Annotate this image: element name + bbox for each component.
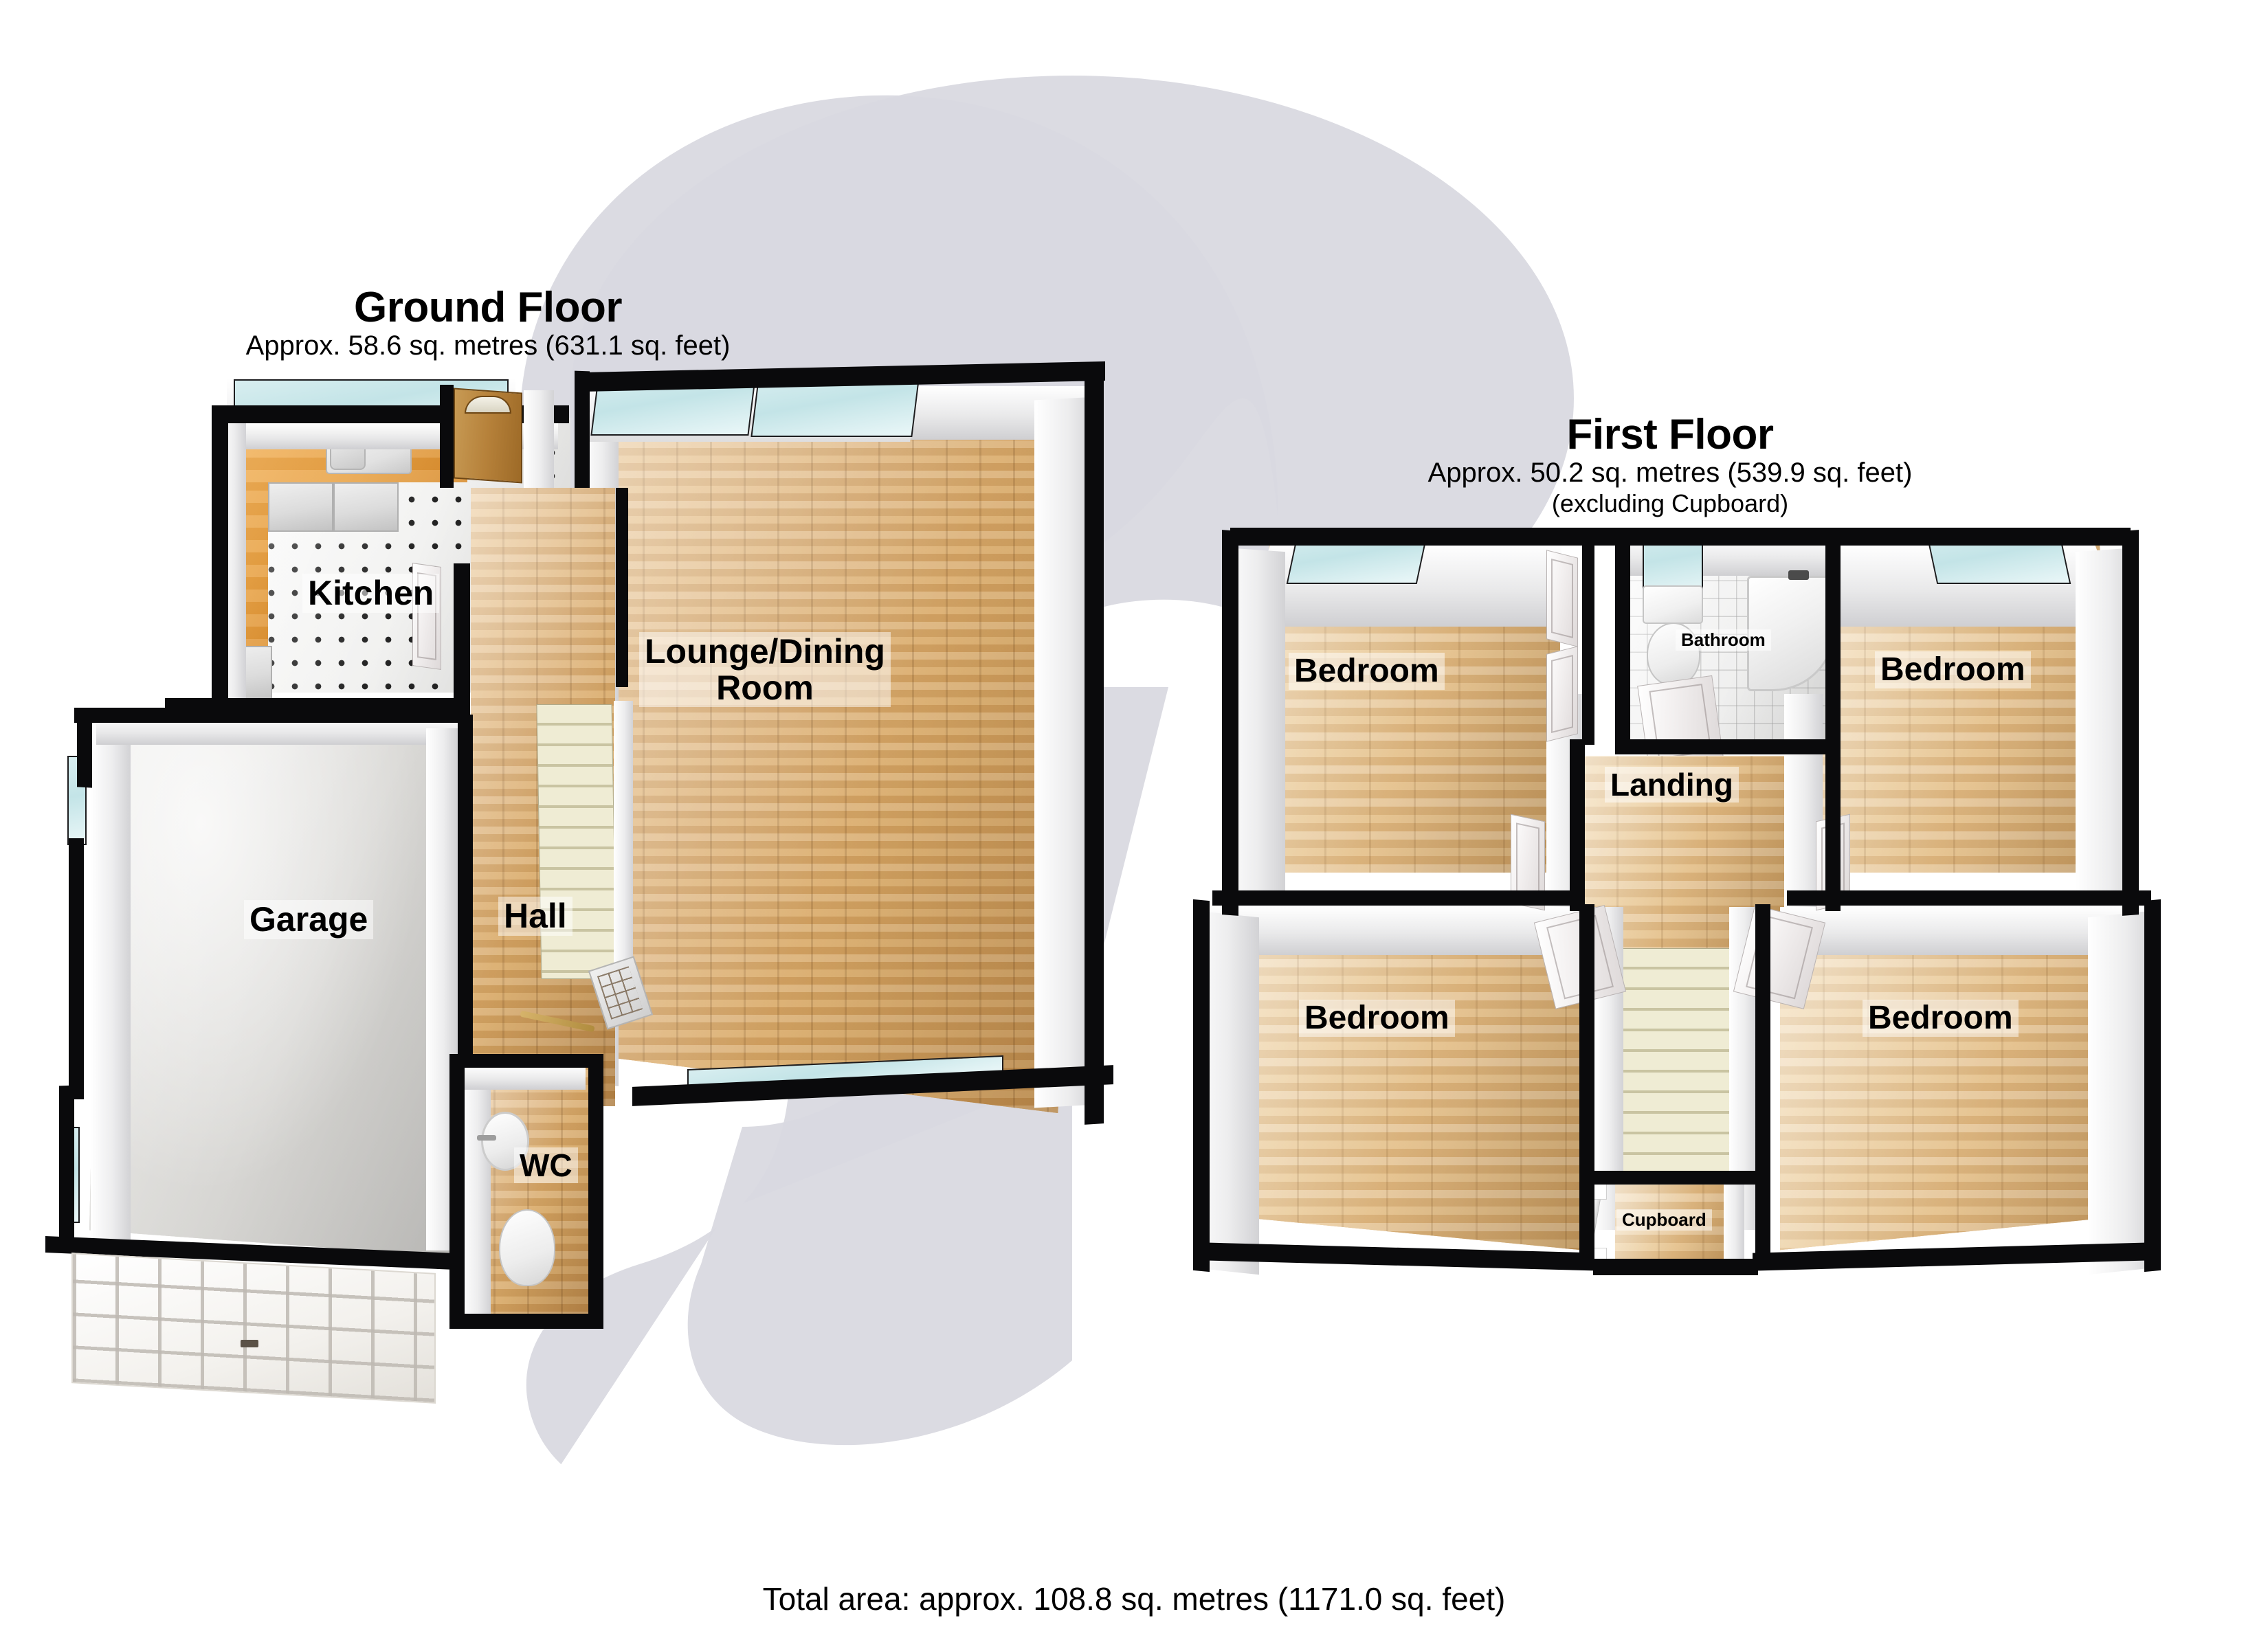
wall-ff-outer-top-left (1230, 528, 1567, 546)
ground-floor-plan: Kitchen Lounge/Dining Room Garage Hall W… (0, 357, 1168, 1429)
wall-ff-outer-bottom-centre (1593, 1259, 1758, 1275)
wc-toilet (499, 1209, 555, 1286)
wall-garage-top (74, 708, 459, 723)
ground-floor-title: Ground Floor (353, 284, 623, 331)
garage-door[interactable] (71, 1253, 436, 1404)
wall-garage-left-upper (77, 711, 92, 788)
wall-ff-mid-right (1787, 890, 2151, 906)
wall-wc-top (449, 1054, 603, 1068)
first-floor-title-block: First Floor Approx. 50.2 sq. metres (539… (1368, 412, 1972, 519)
room-bedroom-bottom-left (1210, 907, 1581, 1250)
kitchen-base-cabinet-right (333, 482, 399, 532)
kitchen-base-cabinet-left (268, 482, 333, 532)
wall-garage-left-mid (69, 838, 84, 1099)
first-floor-area: Approx. 50.2 sq. metres (539.9 sq. feet) (1427, 458, 1913, 489)
wall-ff-outer-bottom-left (1210, 1242, 1594, 1271)
label-lounge-dining: Lounge/Dining Room (639, 632, 891, 707)
wall-ff-cupboard-top (1593, 1171, 1758, 1185)
wall-ff-outer-top-centre (1567, 528, 1787, 546)
wall-ff-outer-right-lower (2144, 899, 2161, 1272)
wall-inner-garage-left (91, 721, 131, 1250)
bathroom-toilet-cistern (1643, 585, 1703, 624)
label-garage: Garage (244, 900, 374, 939)
first-floor-title: First Floor (1566, 411, 1774, 458)
label-bathroom: Bathroom (1676, 629, 1771, 651)
wall-ff-outer-left-upper (1222, 530, 1238, 916)
wall-garage-left-lower (59, 1085, 74, 1251)
wc-basin-tap (477, 1135, 496, 1141)
wall-ff-landing-left (1570, 739, 1585, 911)
label-bedroom-bottom-left: Bedroom (1299, 1000, 1455, 1037)
total-area-text: Total area: approx. 108.8 sq. metres (11… (762, 1581, 1506, 1617)
wall-ff-bathroom-bottom (1615, 739, 1841, 754)
wall-lounge-right (1085, 374, 1104, 1125)
wall-inner-bbl-top (1211, 907, 1581, 955)
first-floor-plan: Bedroom Bedroom Bedroom Bedroom Bathroom… (1161, 495, 2192, 1275)
wall-inner-wc-left (462, 1069, 491, 1316)
wall-hall-right (616, 488, 628, 687)
wall-kitchen-left (212, 405, 228, 715)
wall-ff-outer-right-upper (2122, 530, 2139, 916)
wall-inner-bbr-top (1780, 907, 2144, 955)
wall-wc-right (588, 1061, 603, 1329)
label-hall: Hall (498, 897, 572, 936)
label-landing: Landing (1605, 767, 1739, 803)
hall-staircase (536, 704, 617, 979)
bathroom-bath-taps (1788, 570, 1809, 580)
ground-floor-area: Approx. 58.6 sq. metres (631.1 sq. feet) (245, 330, 731, 361)
wall-ff-outer-left-lower (1193, 899, 1210, 1272)
airing-cupboard-door-upper[interactable] (1546, 550, 1578, 647)
label-wc: WC (514, 1147, 578, 1184)
wall-inner-cupboard-right (1724, 1182, 1744, 1270)
wall-ff-stair-left (1579, 904, 1594, 1261)
label-bedroom-bottom-right: Bedroom (1863, 1000, 2019, 1037)
airing-cupboard-door-lower[interactable] (1546, 646, 1578, 742)
hall-stair-wall-right (614, 701, 633, 989)
label-bedroom-top-right: Bedroom (1875, 651, 2031, 689)
room-lounge-dining (588, 385, 1100, 1113)
wall-front-door-jamb-left (440, 385, 454, 488)
garage-door-handle (241, 1340, 258, 1347)
wall-inner-wc-top (462, 1066, 586, 1090)
label-cupboard: Cupboard (1616, 1209, 1712, 1231)
wall-ff-stair-right (1755, 904, 1770, 1261)
label-lounge-dining-line1: Lounge/Dining (645, 632, 885, 671)
first-floor-area-note: (excluding Cupboard) (1551, 489, 1789, 518)
label-kitchen: Kitchen (302, 574, 440, 613)
ground-floor-title-block: Ground Floor Approx. 58.6 sq. metres (63… (220, 285, 756, 362)
wall-wc-bottom (449, 1314, 603, 1329)
wall-ff-landing-right (1825, 739, 1841, 911)
label-bedroom-top-left: Bedroom (1289, 653, 1445, 691)
wall-airing-cupboard (1582, 539, 1594, 745)
wall-inner-entry-right (524, 390, 554, 493)
wall-ff-bathroom-left (1615, 528, 1630, 754)
wall-ff-bathroom-right (1825, 528, 1841, 754)
wall-ff-mid-left (1212, 890, 1570, 906)
room-garage (89, 715, 460, 1257)
wall-wc-left (449, 1061, 465, 1329)
label-lounge-dining-line2: Room (716, 668, 814, 707)
